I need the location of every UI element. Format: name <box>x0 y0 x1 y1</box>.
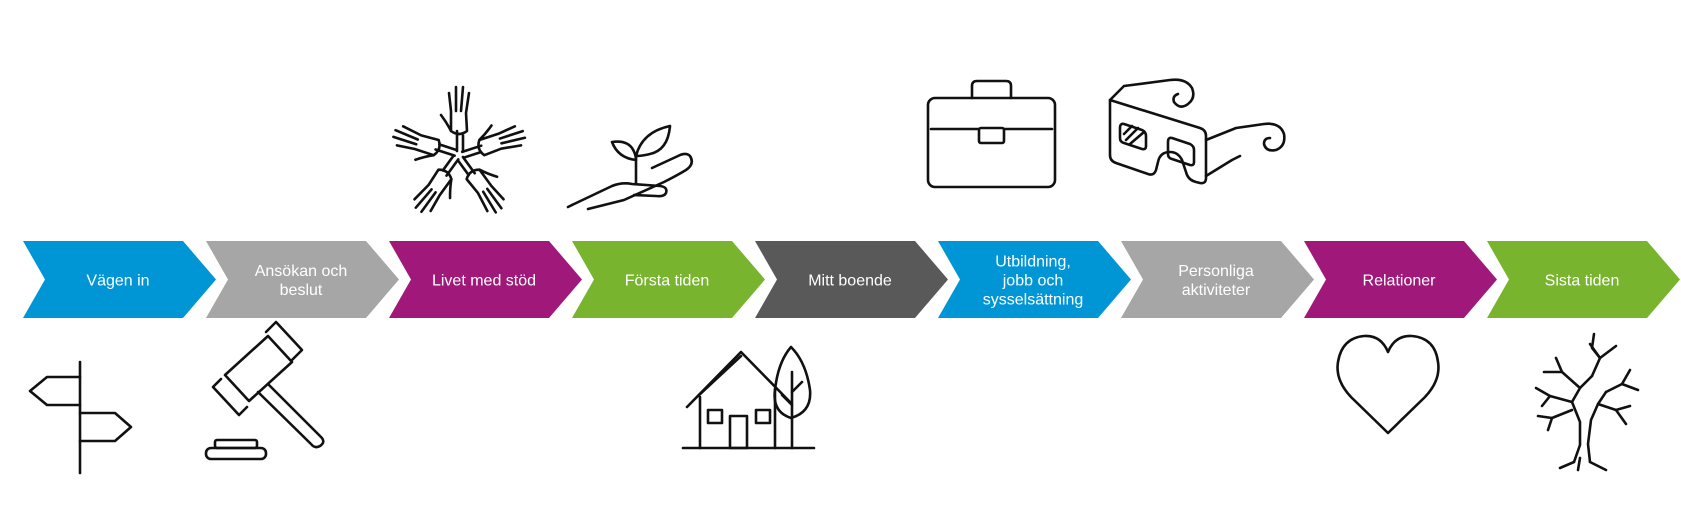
process-step-label: Livet med stöd <box>432 273 536 290</box>
process-step-label: Relationer <box>1363 273 1437 290</box>
process-step-label: sysselsättning <box>983 292 1084 309</box>
process-step-label: beslut <box>280 282 323 299</box>
process-step-label: Utbildning, <box>995 254 1071 271</box>
hand-shape <box>460 124 527 159</box>
bare-tree-icon <box>1534 332 1640 472</box>
process-step-label: Vägen in <box>86 273 149 290</box>
plant-in-hand-icon <box>566 124 694 211</box>
process-step-label: Sista tiden <box>1545 273 1620 290</box>
heart-icon <box>1336 334 1440 435</box>
hand-shape <box>392 125 458 162</box>
process-step-5 <box>755 241 948 318</box>
process-step-label: jobb och <box>1002 273 1064 290</box>
hand-shape <box>456 155 505 214</box>
hand-shape <box>413 154 460 214</box>
process-step-label: Personliga <box>1178 263 1254 280</box>
process-step-label: Första tiden <box>625 273 709 290</box>
process-step-7 <box>1121 241 1314 318</box>
signpost-icon <box>28 360 133 475</box>
process-step-8 <box>1304 241 1497 318</box>
hands-circle-icon <box>392 85 527 214</box>
process-step-4 <box>572 241 765 318</box>
process-step-2 <box>206 241 399 318</box>
process-step-9 <box>1487 241 1680 318</box>
process-step-label: Ansökan och <box>255 263 348 280</box>
process-step-3 <box>389 241 582 318</box>
hand-shape <box>439 85 471 153</box>
process-step-6 <box>938 241 1131 318</box>
process-step-label: aktiviteter <box>1182 282 1251 299</box>
gavel-icon <box>204 320 325 461</box>
process-chevron-bar: Vägen in Ansökan och beslut Livet med stöd F… <box>23 241 1680 318</box>
process-step-label: Mitt boende <box>808 273 892 290</box>
briefcase-icon <box>926 79 1057 189</box>
3d-glasses-icon <box>1108 78 1286 185</box>
process-step-1 <box>23 241 216 318</box>
house-with-tree-icon <box>681 345 816 450</box>
